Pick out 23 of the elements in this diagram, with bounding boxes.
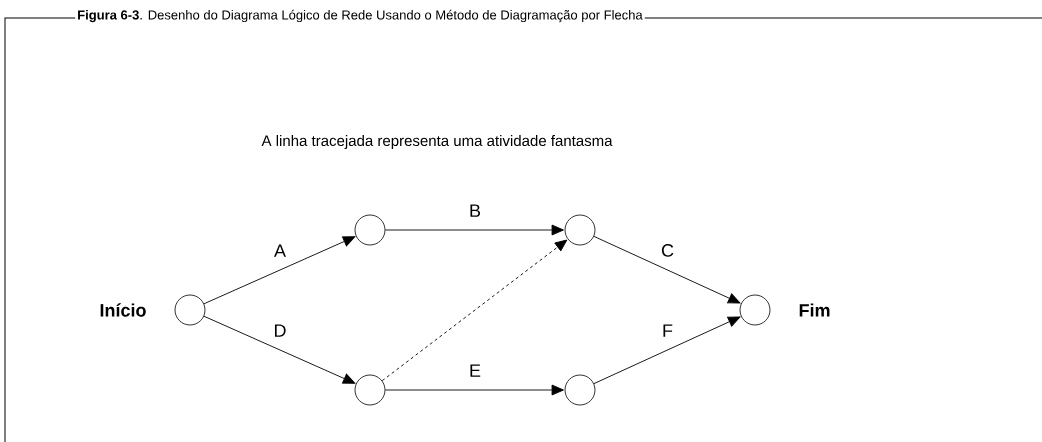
edge-label: F [663, 324, 673, 337]
edge-label: B [470, 204, 481, 217]
event-circle [174, 294, 206, 326]
arrow [384, 384, 564, 396]
node-label: Fim [799, 303, 830, 317]
arrow [203, 236, 356, 305]
edge-label: D [275, 324, 286, 337]
arrow [593, 316, 741, 385]
event-circle [354, 214, 386, 246]
event-circle [354, 374, 386, 406]
arrow [203, 315, 356, 384]
event-circle [739, 294, 771, 326]
edge-label: C [661, 244, 674, 257]
node-label: Início [100, 303, 146, 317]
figure-title: Figura 6-3. Desenho do Diagrama Lógico de Rede Usando o Método de Diagramação por Flecha [75, 7, 645, 25]
arrow [381, 239, 568, 382]
event-circle [564, 214, 596, 246]
arrow [593, 235, 741, 304]
arrow [384, 224, 564, 236]
edge-label: A [274, 244, 286, 257]
event-circle [564, 374, 596, 406]
note: A linha tracejada representa uma atividade fantasma [261, 135, 613, 149]
edge-label: E [470, 364, 481, 377]
